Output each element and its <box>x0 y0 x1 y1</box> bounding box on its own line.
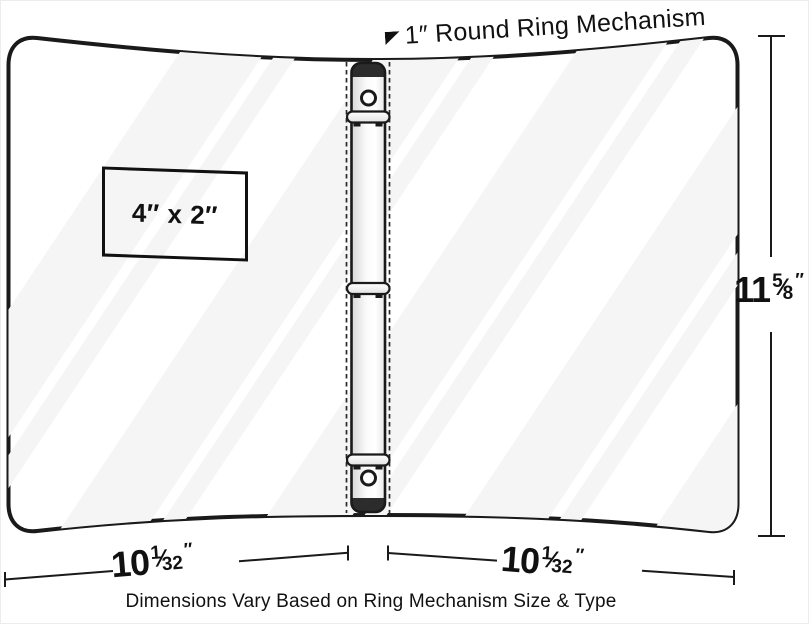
caption-text: Dimensions Vary Based on Ring Mechanism … <box>125 591 617 612</box>
glare-stripes-group <box>8 37 738 532</box>
glare-stripe <box>512 37 738 532</box>
height-whole: 11 <box>734 269 771 310</box>
height-frac-den: 8 <box>782 283 794 304</box>
ring-band-middle <box>345 281 391 298</box>
height-frac-num: 5 <box>772 271 783 292</box>
height-unit: ″ <box>795 270 804 290</box>
ring-mechanism <box>345 61 391 514</box>
card-pocket: 4″ x 2″ <box>102 166 248 262</box>
right-width-frac-den: 32 <box>550 555 574 579</box>
rivet-top <box>360 89 377 107</box>
dimension-line-right-width <box>387 545 735 585</box>
ring-band-top <box>345 110 391 127</box>
left-width-unit: ″ <box>183 538 194 560</box>
dimension-line-left-width <box>4 545 349 587</box>
rivet-bottom <box>360 469 377 487</box>
card-pocket-label: 4″ x 2″ <box>131 196 219 231</box>
arrow-pointer-icon <box>385 31 401 45</box>
height-frac-slash: ⁄ <box>780 274 785 301</box>
glare-stripe <box>415 37 738 532</box>
glare-stripe <box>8 37 279 532</box>
glare-stripe <box>116 37 511 532</box>
glare-stripe <box>217 37 675 532</box>
ring-band-bottom <box>345 453 391 470</box>
ring-mechanism-bottom-cap <box>351 498 385 512</box>
glare-stripe <box>613 37 738 532</box>
left-width-whole: 10 <box>109 541 151 586</box>
right-width-unit: ″ <box>574 544 585 566</box>
ring-mechanism-top-cap <box>351 63 385 77</box>
left-width-frac-den: 32 <box>161 552 184 576</box>
glare-stripe <box>314 37 709 532</box>
right-width-dimension: 101⁄32″ <box>500 538 585 586</box>
left-width-dimension: 101⁄32″ <box>109 538 194 586</box>
dimension-line-height <box>758 35 785 537</box>
right-width-whole: 10 <box>499 537 541 582</box>
glare-stripe <box>8 37 313 532</box>
